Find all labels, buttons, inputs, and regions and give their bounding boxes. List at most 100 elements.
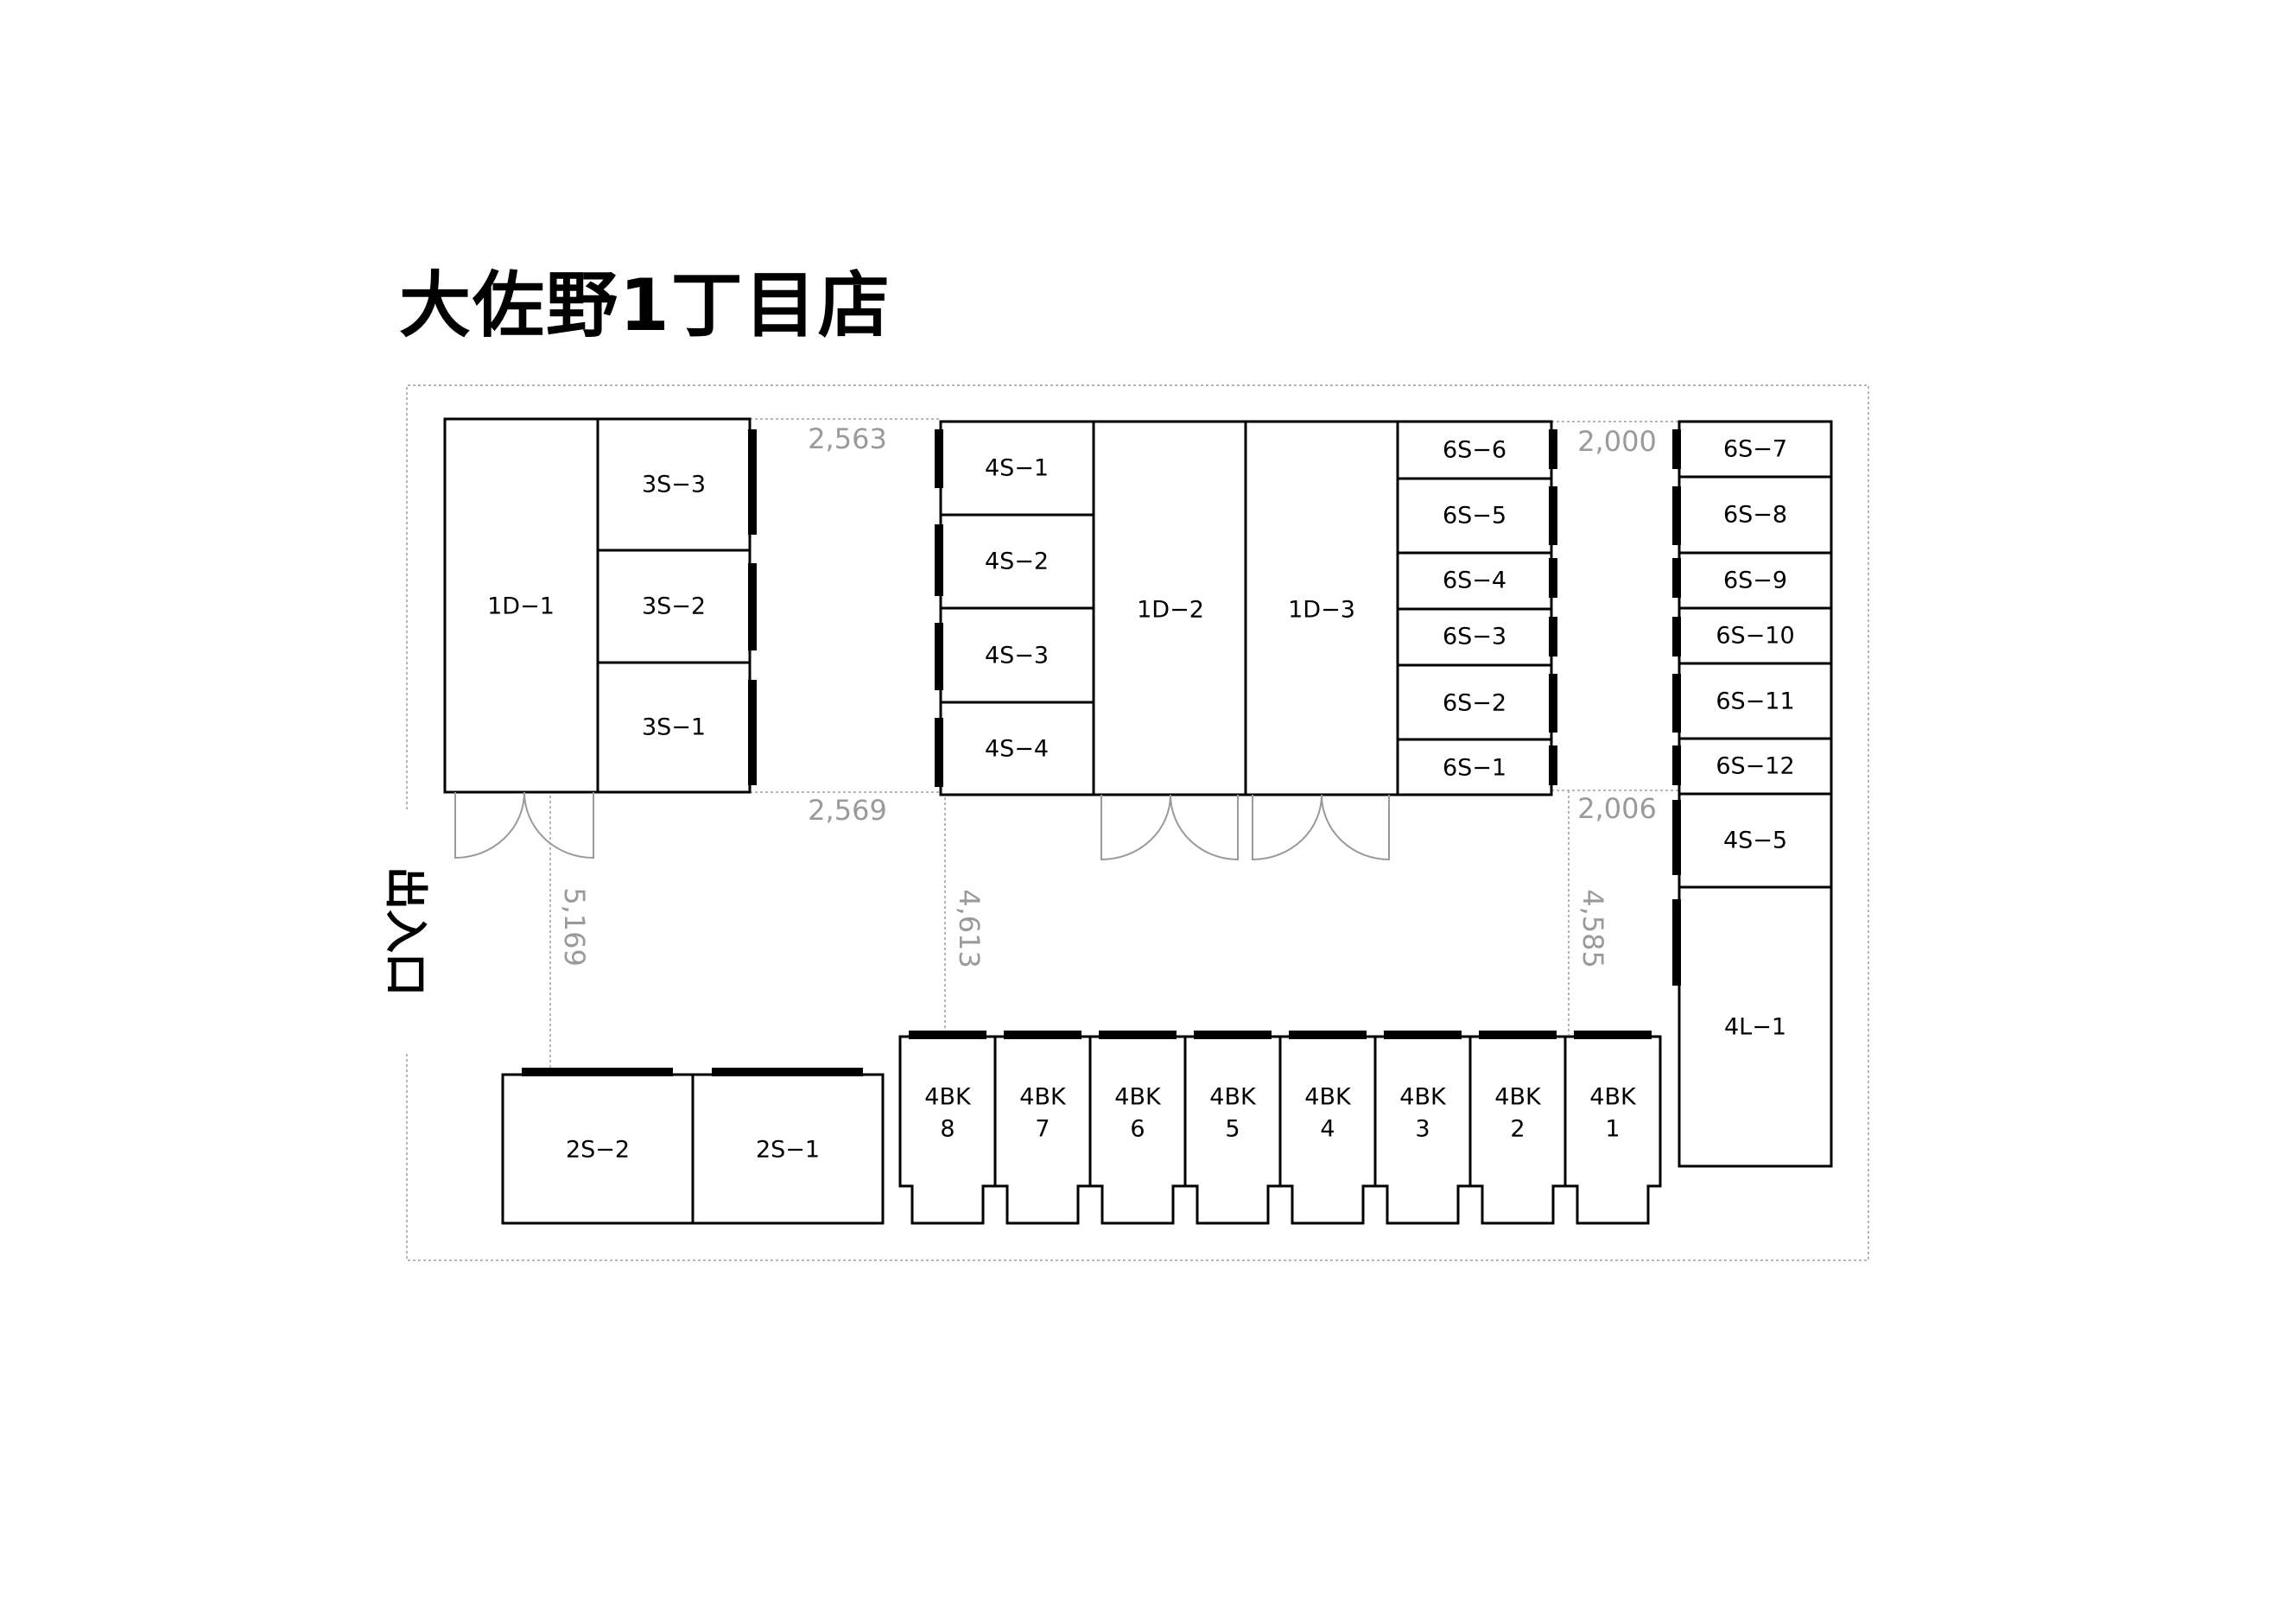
gap-guides: [549, 418, 1679, 1075]
door-marker: [935, 623, 943, 690]
unit-label: 4BK: [1209, 1084, 1257, 1111]
unit-label: 6S−1: [1443, 755, 1506, 782]
unit-3s-2[interactable]: [596, 549, 752, 664]
unit-number: 8: [940, 1116, 955, 1143]
dimension-gap-bottom-right: 2,006: [1577, 792, 1657, 825]
door-swing: [1170, 794, 1239, 861]
unit-6s-4[interactable]: [1396, 551, 1553, 611]
door-marker: [1549, 558, 1557, 598]
unit-label: 4S−3: [985, 643, 1049, 669]
unit-label: 3S−1: [642, 714, 706, 741]
unit-4s-4[interactable]: [939, 701, 1095, 796]
door-marker: [935, 524, 943, 596]
dimension-gap-bottom-left: 2,569: [808, 794, 887, 827]
dimension-aisle-right: 4,585: [1576, 889, 1609, 968]
unit-6s-6[interactable]: [1396, 420, 1553, 480]
unit-label: 1D−2: [1137, 597, 1204, 624]
block-d: 2S−2 2S−1: [501, 1068, 885, 1225]
dimension-aisle-mid: 4,613: [953, 889, 986, 968]
unit-3s-1[interactable]: [596, 661, 752, 794]
door-swing: [1321, 794, 1390, 861]
door-marker: [935, 429, 943, 488]
unit-number: 2: [1510, 1116, 1525, 1143]
dimension-gap-top-left: 2,563: [808, 422, 887, 455]
site-boundary: [406, 384, 1869, 1261]
door-marker: [1672, 745, 1681, 785]
unit-label: 4BK: [924, 1084, 972, 1111]
unit-2s-1[interactable]: [691, 1073, 885, 1225]
unit-number: 3: [1415, 1116, 1430, 1143]
unit-label: 6S−9: [1723, 568, 1787, 594]
unit-number: 5: [1225, 1116, 1240, 1143]
unit-3s-3[interactable]: [596, 417, 752, 552]
unit-4l-1[interactable]: [1678, 885, 1833, 1168]
unit-6s-7[interactable]: [1678, 420, 1833, 479]
unit-4s-5[interactable]: [1678, 792, 1833, 889]
unit-number: 4: [1320, 1116, 1335, 1143]
unit-label: 6S−7: [1723, 436, 1787, 463]
door-marker: [1672, 800, 1681, 875]
door-marker: [748, 680, 757, 785]
unit-label: 3S−3: [642, 472, 706, 498]
unit-label: 2S−1: [756, 1137, 820, 1164]
unit-label: 1D−1: [487, 593, 555, 620]
door-marker: [1194, 1031, 1272, 1039]
block-c: 6S−7 6S−8 6S−9 6S−10 6S−11 6S−12 4S−5 4L…: [1672, 420, 1833, 1168]
door-marker: [1672, 899, 1681, 986]
unit-label: 4S−2: [985, 549, 1049, 575]
unit-label: 4BK: [1019, 1084, 1067, 1111]
entrance-label: 出入口: [381, 866, 431, 996]
door-swing: [1100, 794, 1171, 861]
unit-label: 6S−8: [1723, 502, 1787, 529]
unit-label: 4BK: [1114, 1084, 1162, 1111]
door-marker: [1384, 1031, 1462, 1039]
unit-number: 1: [1605, 1116, 1620, 1143]
door-marker: [748, 429, 757, 535]
unit-label: 4L−1: [1724, 1014, 1786, 1041]
unit-label: 6S−6: [1443, 437, 1506, 464]
block-b: 4S−1 4S−2 4S−3 4S−4 1D−2 1D−3 6S−6 6S−5 …: [935, 420, 1557, 861]
unit-6s-12[interactable]: [1678, 737, 1833, 796]
unit-1d-3[interactable]: [1244, 420, 1399, 796]
unit-label: 2S−2: [566, 1137, 630, 1164]
door-marker: [1549, 617, 1557, 657]
unit-number: 6: [1130, 1116, 1145, 1143]
door-swing: [1252, 794, 1322, 861]
unit-label: 1D−3: [1288, 597, 1355, 624]
door-marker: [748, 563, 757, 650]
page-title: 大佐野1丁目店: [399, 263, 891, 347]
door-marker: [909, 1031, 986, 1039]
dimension-gap-top-right: 2,000: [1577, 425, 1657, 458]
door-marker: [1672, 674, 1681, 733]
unit-label: 6S−10: [1716, 623, 1794, 650]
unit-label: 6S−11: [1716, 688, 1794, 715]
unit-1d-2[interactable]: [1092, 420, 1247, 796]
unit-label: 4S−5: [1723, 828, 1787, 854]
unit-label: 6S−4: [1443, 568, 1506, 594]
door-marker: [712, 1068, 863, 1076]
unit-1d-1[interactable]: [443, 417, 599, 794]
unit-label: 6S−3: [1443, 624, 1506, 650]
unit-label: 6S−2: [1443, 690, 1506, 717]
unit-label: 4S−1: [985, 455, 1049, 482]
block-a: 1D−1 3S−3 3S−2 3S−1: [443, 417, 757, 860]
door-marker: [935, 718, 943, 787]
door-swing: [523, 791, 594, 860]
unit-6s-8[interactable]: [1678, 475, 1833, 555]
door-marker: [1004, 1031, 1081, 1039]
dimension-aisle-left: 5,169: [558, 887, 591, 967]
unit-label: 6S−5: [1443, 503, 1506, 530]
unit-label: 4S−4: [985, 736, 1049, 763]
unit-2s-2[interactable]: [501, 1073, 695, 1225]
unit-label: 3S−2: [642, 593, 706, 620]
